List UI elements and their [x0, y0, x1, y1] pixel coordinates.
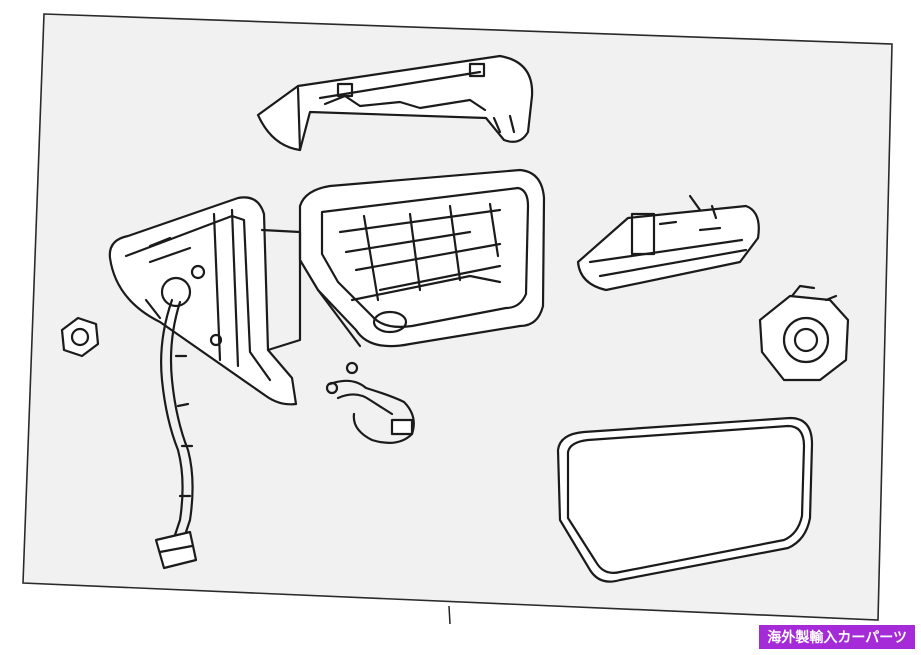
mirror-cap-cover: [256, 54, 534, 152]
mirror-housing-shell: [298, 168, 546, 348]
mounting-nut: [60, 316, 100, 358]
wiring-harness: [160, 298, 194, 540]
turn-signal-lamp: [576, 194, 760, 292]
shop-watermark-badge: 海外製輸入カーパーツ: [759, 625, 915, 649]
puddle-lamp: [758, 284, 850, 382]
leader-line: [448, 605, 451, 625]
mirror-housing-bracket: [108, 196, 302, 406]
small-wire-pigtail: [325, 361, 415, 445]
harness-connector: [154, 530, 198, 570]
mirror-glass: [556, 416, 814, 583]
